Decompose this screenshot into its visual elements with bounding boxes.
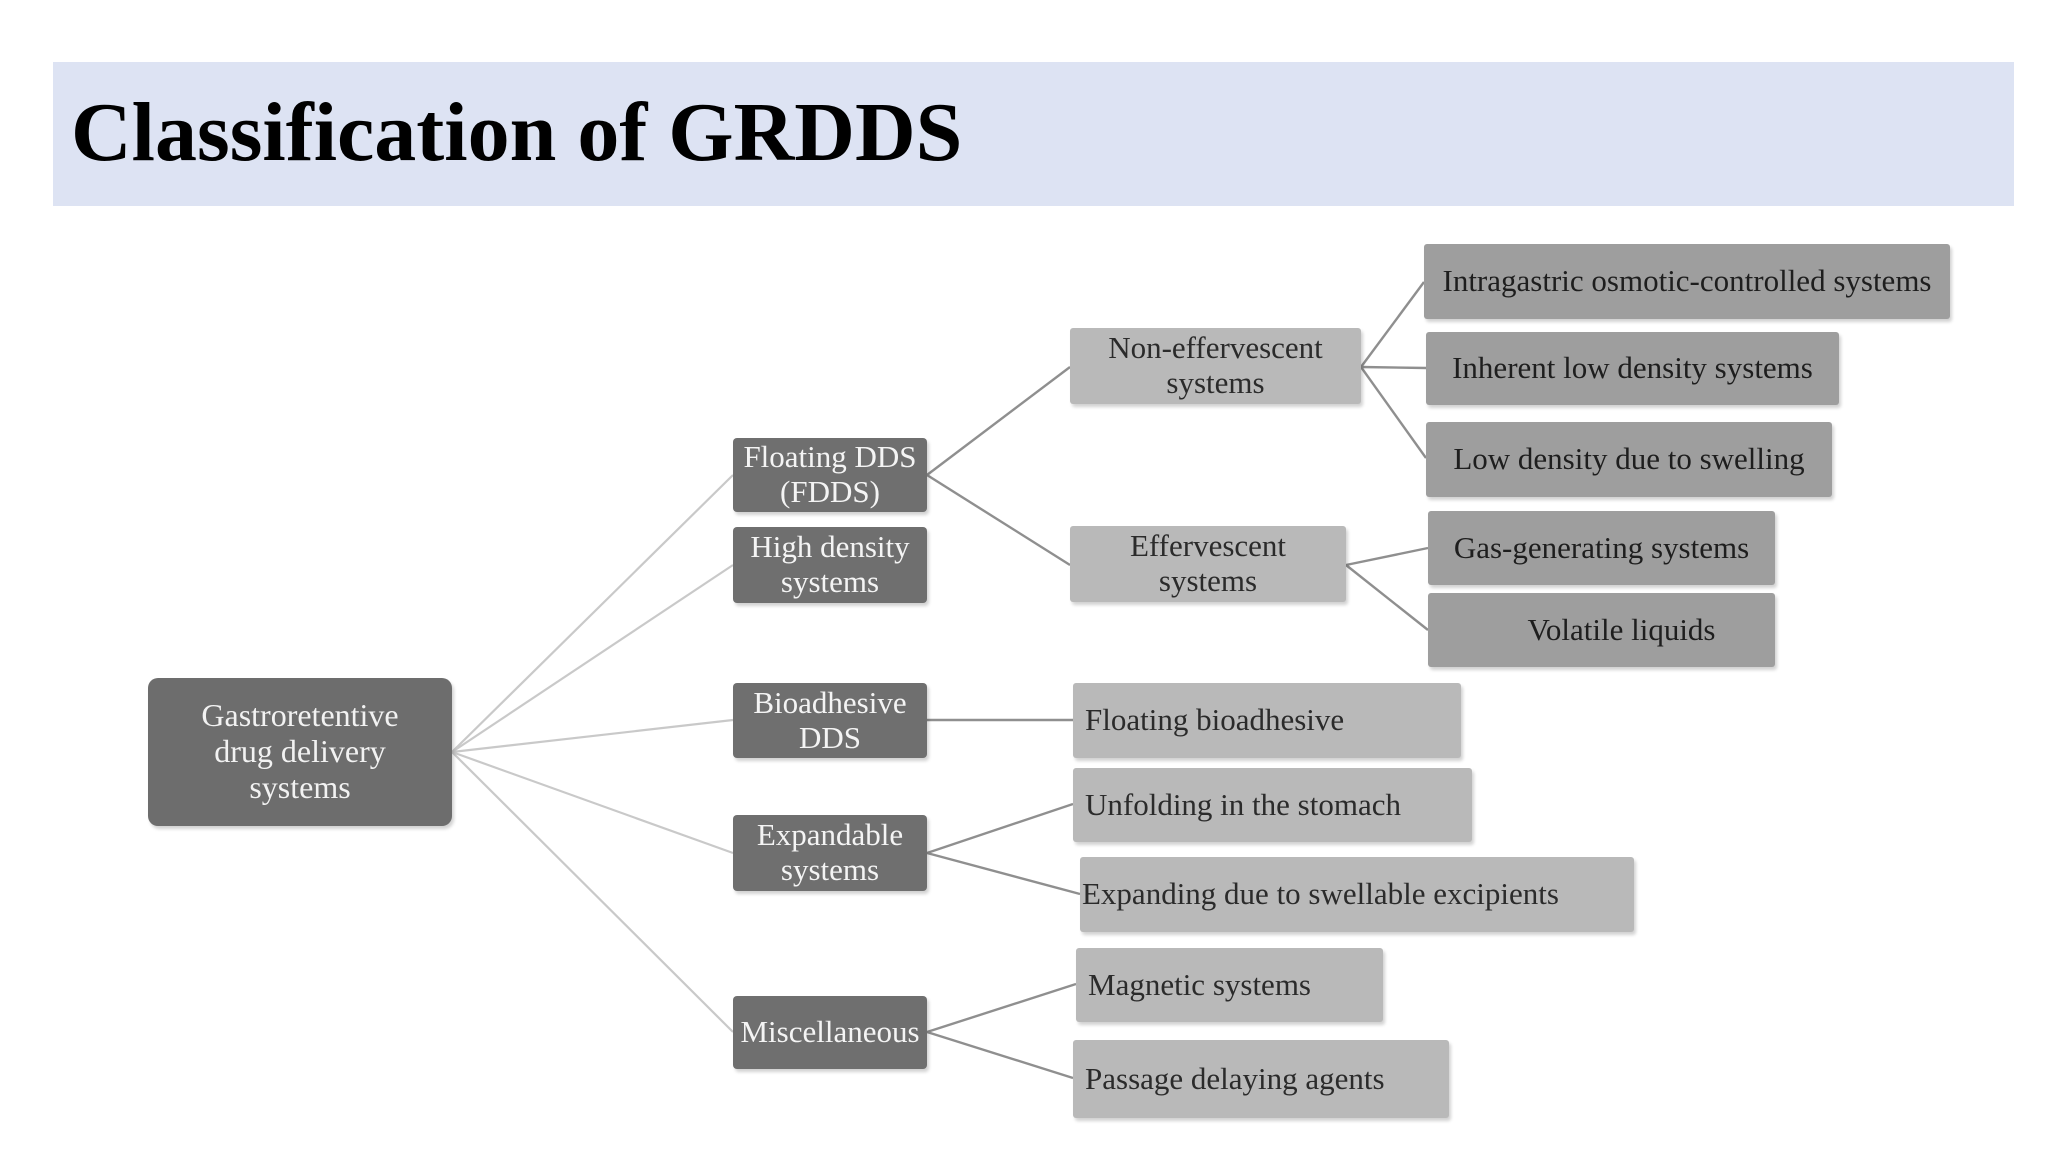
connector-expandable-expanding: [926, 851, 1081, 896]
connector-misc-passage: [926, 1030, 1074, 1080]
connector-root-misc: [451, 751, 734, 1033]
category-floating-dds: Floating DDS (FDDS): [733, 438, 927, 512]
leaf-volatile-liquids: Volatile liquids: [1428, 593, 1775, 667]
connector-non-eff-swelling: [1360, 366, 1427, 459]
connector-misc-magnetic: [926, 982, 1077, 1034]
connector-eff-gas: [1345, 546, 1429, 567]
connector-floating-non-effervescent: [926, 366, 1071, 476]
connector-root-high-density: [451, 564, 734, 753]
category-expandable: Expandable systems: [733, 815, 927, 891]
leaf-gas-generating: Gas-generating systems: [1428, 511, 1775, 585]
floating-effervescent: Effervescent systems: [1070, 526, 1346, 602]
category-high-density: High density systems: [733, 527, 927, 603]
connector-non-eff-intragastric: [1360, 281, 1425, 368]
connector-eff-volatile: [1345, 564, 1429, 631]
category-bioadhesive: Bioadhesive DDS: [733, 683, 927, 758]
leaf-expanding-swellable: Expanding due to swellable excipients: [1080, 857, 1634, 932]
leaf-low-density-swelling: Low density due to swelling: [1426, 422, 1832, 497]
connector-root-bioadhesive: [451, 718, 734, 754]
page-title: Classification of GRDDS: [71, 86, 963, 179]
leaf-unfolding-stomach: Unfolding in the stomach: [1073, 768, 1472, 842]
leaf-passage-delaying: Passage delaying agents: [1073, 1040, 1449, 1118]
leaf-inherent-low-density: Inherent low density systems: [1426, 332, 1839, 405]
leaf-intragastric-osmotic: Intragastric osmotic-controlled systems: [1424, 244, 1950, 319]
connector-root-expandable: [451, 750, 734, 855]
root-node: Gastroretentive drug delivery systems: [148, 678, 452, 826]
connector-expandable-unfolding: [926, 802, 1074, 855]
title-bar: Classification of GRDDS: [53, 62, 2014, 206]
connector-non-eff-inherent: [1360, 365, 1427, 370]
leaf-magnetic-systems: Magnetic systems: [1076, 948, 1383, 1022]
floating-non-effervescent: Non-effervescent systems: [1070, 328, 1361, 404]
category-miscellaneous: Miscellaneous: [733, 996, 927, 1069]
connector-floating-effervescent: [926, 473, 1071, 567]
connector-root-floating: [451, 474, 734, 753]
leaf-floating-bioadhesive: Floating bioadhesive: [1073, 683, 1461, 758]
